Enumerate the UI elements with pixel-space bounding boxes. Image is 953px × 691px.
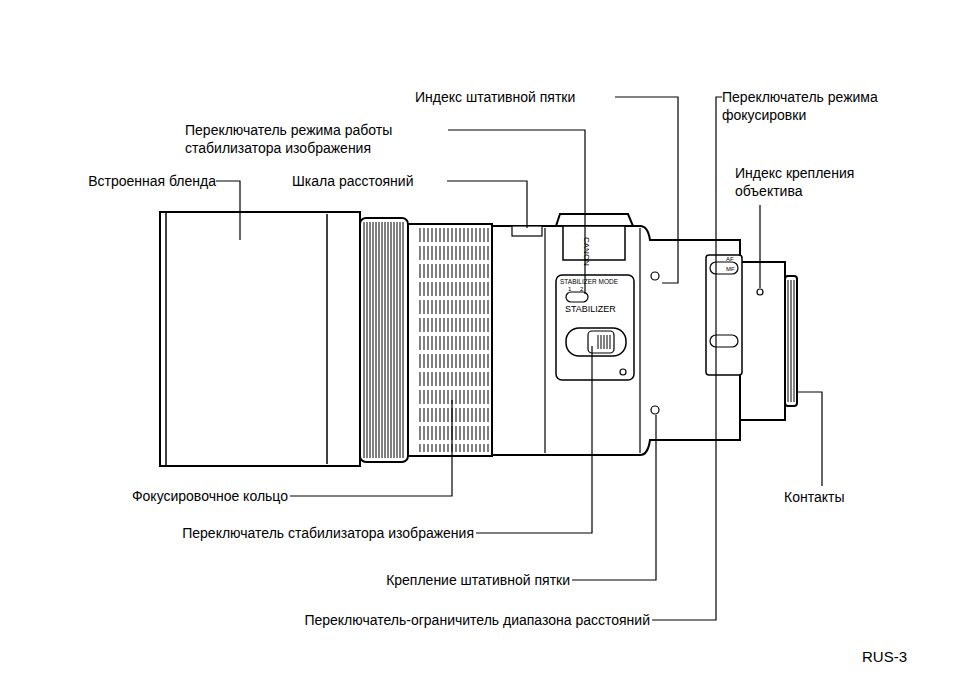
contact-ridge	[791, 280, 792, 402]
ring-ridge	[448, 228, 449, 452]
part-label: Контакты	[784, 488, 874, 506]
leader-line	[476, 346, 592, 533]
ring-ridge	[460, 228, 461, 452]
contact-ridge	[788, 280, 789, 402]
ring-ridge	[370, 222, 371, 458]
part-label: Встроенная бленда	[60, 172, 216, 190]
part-label: Переключатель стабилизатора изображения	[118, 524, 474, 542]
ring-ridge	[403, 222, 404, 458]
lens-marking: AF	[726, 256, 734, 262]
part-label: Индекс крепления объектива	[735, 164, 885, 200]
hood-edge	[326, 214, 328, 464]
part-label: Шкала расстояний	[292, 172, 447, 190]
ring-ridge	[385, 222, 386, 458]
mount-index	[757, 289, 763, 295]
ring-ridge	[440, 228, 441, 452]
ring-ridge	[391, 222, 392, 458]
part-label: Крепление штативной пятки	[340, 571, 570, 589]
ring-ridge	[468, 228, 469, 452]
lens-marking: STABILIZER	[565, 305, 616, 314]
ring-ridge	[480, 228, 481, 452]
ring-ridge	[456, 228, 457, 452]
lens-barrel	[492, 226, 740, 455]
ring-ridges	[364, 222, 794, 458]
part-label: Переключатель режима фокусировки	[722, 88, 902, 124]
ring-ridge	[484, 228, 485, 452]
leader-line	[797, 392, 822, 486]
hood-lip	[165, 212, 167, 466]
range-limiter-switch	[710, 335, 738, 347]
lens-marking: 1	[568, 286, 571, 292]
ring-ridge	[488, 228, 489, 452]
ring-ridge	[376, 222, 377, 458]
foot-mount	[651, 406, 659, 414]
manual-ring	[360, 218, 408, 462]
leader-line	[759, 205, 760, 288]
leader-line	[447, 181, 527, 228]
panel-screw	[620, 369, 626, 375]
ring-ridge	[432, 228, 433, 452]
stabilizer-switch	[566, 328, 626, 356]
ring-ridge	[367, 222, 368, 458]
part-label: Переключатель-ограничитель диапазона рас…	[232, 611, 650, 629]
leader-line	[216, 181, 240, 240]
ring-ridge	[428, 228, 429, 452]
lens-mount	[740, 262, 785, 420]
tripod-foot	[556, 214, 633, 226]
ring-ridge	[424, 228, 425, 452]
lens-marking: STABILIZER MODE	[560, 279, 618, 286]
collar-edge	[544, 228, 545, 453]
ring-ridge	[472, 228, 473, 452]
knob-ridge	[610, 335, 611, 349]
collar-edge	[639, 228, 640, 453]
knob-ridge	[598, 335, 599, 349]
ring-ridge	[400, 222, 401, 458]
part-label: Индекс штативной пятки	[415, 88, 615, 106]
ring-ridge	[464, 228, 465, 452]
knob-ridge	[601, 335, 602, 349]
lens-body	[160, 212, 797, 466]
ring-ridge	[364, 222, 365, 458]
part-label: Фокусировочное кольцо	[92, 487, 288, 505]
switch-panel	[706, 255, 742, 375]
lens-marking: 2	[580, 286, 583, 292]
leader-line	[290, 400, 452, 496]
tripod-foot-plate	[563, 226, 625, 260]
lens-hood	[160, 212, 360, 466]
ring-ridge	[436, 228, 437, 452]
leader-line	[572, 415, 656, 580]
page-number: RUS-3	[862, 648, 922, 666]
ring-ridge	[397, 222, 398, 458]
knob-ridge	[604, 335, 605, 349]
ring-ridge	[394, 222, 395, 458]
ring-ridge	[476, 228, 477, 452]
focus-ring	[408, 224, 492, 456]
ring-ridge	[373, 222, 374, 458]
ring-ridge	[420, 228, 421, 452]
stabilizer-panel	[556, 275, 634, 380]
part-label: Переключатель режима работы стабилизатор…	[185, 121, 450, 157]
ring-ridge	[379, 222, 380, 458]
lens-contacts	[785, 276, 797, 406]
leader-lines	[216, 97, 822, 620]
foot-index	[651, 272, 659, 280]
leader-line	[652, 97, 722, 620]
leader-line	[448, 130, 585, 294]
ring-ridge	[382, 222, 383, 458]
brand-marking: CANON	[582, 237, 590, 266]
ring-ridge	[388, 222, 389, 458]
focus-mode-switch	[710, 262, 738, 274]
knob-ridge	[607, 335, 608, 349]
leader-line	[615, 97, 678, 283]
lens-marking: MF	[726, 266, 735, 272]
contact-ridge	[794, 280, 795, 402]
ring-ridge	[444, 228, 445, 452]
